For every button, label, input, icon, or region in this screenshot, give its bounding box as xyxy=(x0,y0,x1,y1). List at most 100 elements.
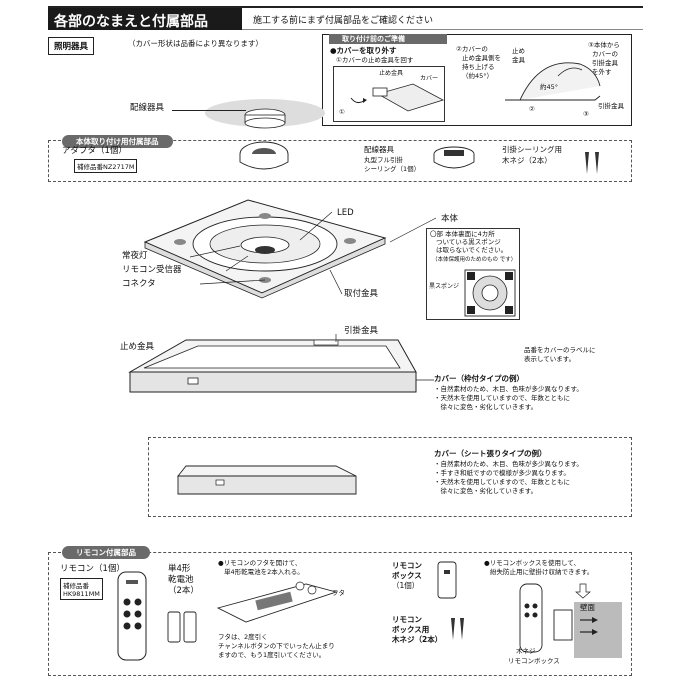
cover-frame-leaders xyxy=(335,334,434,381)
battery-label-2: 乾電池 xyxy=(168,575,194,585)
ceiling-screw-label-1: 引掛シーリング用 xyxy=(502,145,562,154)
battery-label-3: （2本） xyxy=(168,586,199,596)
main-body-illustration xyxy=(143,199,387,299)
ceiling-screws-illustration xyxy=(585,152,599,174)
cover-sheet-note-3: ・天然木を使用していますので、年数とともに xyxy=(434,478,571,486)
lid-note-3: ますので、もう1度引いてください。 xyxy=(218,651,326,659)
sponge-note-2: ついている黒スポンジ xyxy=(436,238,501,246)
connector-label: コネクタ xyxy=(122,279,156,289)
prep-step1-frame xyxy=(333,66,445,122)
lighting-label: 照明器具 xyxy=(48,37,95,55)
remote-partno: 補修品番 HK9811MM xyxy=(60,578,103,600)
batteries-illustration xyxy=(167,611,197,643)
mount-note-2: 紛失防止用に壁掛け収納できます。 xyxy=(490,568,594,576)
prep-stop-short-1: 止め xyxy=(512,47,525,55)
sponge-label: 黒スポンジ xyxy=(429,283,460,290)
wall-label: 壁面 xyxy=(580,603,595,612)
prep-step1-text: ①カバーの止め金具を回す xyxy=(336,56,414,64)
cover-sheet-box xyxy=(148,437,632,517)
cover-sheet-note-1: ・自然素材のため、木目、色味が多少異なります。 xyxy=(434,460,583,468)
remote-receiver-label: リモコン受信器 xyxy=(122,265,182,275)
wall-mount-illustration xyxy=(519,583,622,658)
body-label: 本体 xyxy=(441,214,459,224)
battery-label-1: 単4形 xyxy=(168,564,191,574)
lid-note-2: チャンネルボタンの下でいったん止まり xyxy=(218,642,335,650)
adapter-partno: 補修品番NZ2717M xyxy=(74,159,138,173)
mount-note-1: ●リモコンボックスを使用して、 xyxy=(484,559,580,567)
prep-box xyxy=(322,34,632,126)
prep-step2-line4: （約45°） xyxy=(462,72,494,80)
remote-parts-box xyxy=(48,552,632,676)
wiring-part-desc-1: 丸型フル引掛 xyxy=(364,156,403,164)
cover-sheet-note-2: ・手すき和紙ですので模様が多少異なります。 xyxy=(434,469,570,477)
remote-box-label: リモコンボックス xyxy=(508,657,560,665)
cover-hook-label: 引掛金具 xyxy=(344,326,379,336)
battery-insert-illustration xyxy=(216,581,338,623)
prep-step2-line3: 持ち上げる xyxy=(462,63,495,71)
prep-angle: 約45° xyxy=(540,83,559,91)
prep-step2-illustration xyxy=(505,62,601,101)
cover-sheet-illustration xyxy=(177,465,357,495)
prep-step2-line2: 止め金具側を xyxy=(462,54,501,62)
sponge-note-3: は取らないでください。 xyxy=(436,246,508,254)
page-title: 各部のなまえと付属部品 xyxy=(48,8,242,30)
body-parts-heading: 本体取り付け用付属部品 xyxy=(62,135,173,148)
lighting-note: （カバー形状は品番により異なります） xyxy=(128,39,263,48)
prep-title: 取り付け前のご準備 xyxy=(342,35,405,43)
page-subtitle: 施工する前にまず付属部品をご確認ください xyxy=(253,16,434,26)
remote-box-screw-label-3: 木ネジ（2本） xyxy=(392,635,443,644)
cover-frame-title: カバー（枠付タイプの例） xyxy=(434,374,524,383)
cover-frame-note-2: ・天然木を使用していますので、年数とともに xyxy=(434,394,571,402)
prep-title-bg xyxy=(329,34,447,44)
prep-cover-label: カバー xyxy=(420,75,439,82)
body-parts-box xyxy=(48,140,632,182)
remote-partno-line1: 補修品番 xyxy=(63,582,89,590)
label-note-2: 表示しています。 xyxy=(524,355,576,363)
prep-step3-line1: ③本体から xyxy=(588,41,620,49)
sponge-note-4: （本体保護用のためのもの です） xyxy=(432,257,517,263)
prep-step1-heading: ●カバーを取り外す xyxy=(330,46,397,55)
cover-sheet-title: カバー（シート張りタイプの例） xyxy=(434,449,547,458)
ceiling-wiring-illustration xyxy=(205,99,325,129)
prep-step2-marker: ② xyxy=(529,105,535,113)
remote-box-label-2: ボックス xyxy=(392,571,422,580)
adapter-label: アダプタ（1個） xyxy=(62,146,127,156)
lid-note-1: フタは、2度引く xyxy=(218,633,268,641)
remote-partno-line2: HK9811MM xyxy=(63,590,100,598)
remote-box-screw-label-2: ボックス用 xyxy=(392,625,430,634)
remote-box-label-1: リモコン xyxy=(392,561,422,570)
cover-stop-label: 止め金具 xyxy=(120,342,155,352)
remote-box-illustration xyxy=(437,561,457,599)
prep-step1-illustration xyxy=(350,83,445,112)
prep-stop-short-2: 金具 xyxy=(512,56,525,64)
remote-label: リモコン（1個） xyxy=(60,564,125,574)
body-leaders xyxy=(189,211,437,295)
led-label: LED xyxy=(337,208,354,218)
prep-hook-label: 引掛金具 xyxy=(598,102,624,110)
cover-frame-note-1: ・自然素材のため、木目、色味が多少異なります。 xyxy=(434,385,583,393)
ceiling-screw-label-2: 木ネジ（2本） xyxy=(502,156,552,165)
adapter-illustration xyxy=(239,141,289,170)
prep-step3-line2: カバーの xyxy=(592,50,618,58)
cover-frame-note-3: 徐々に変色・劣化していきます。 xyxy=(434,403,538,411)
sponge-illustration xyxy=(464,269,516,317)
wood-screw-label: 木ネジ xyxy=(516,647,536,655)
remote-illustration xyxy=(117,571,147,661)
prep-step3-marker: ③ xyxy=(583,110,589,118)
lid-label: フタ xyxy=(332,589,345,597)
remote-box-screws-illustration xyxy=(451,618,464,640)
prep-step1-marker: ① xyxy=(339,108,345,116)
insert-note-2: 単4形乾電池を2本入れる。 xyxy=(224,568,304,576)
sponge-box xyxy=(426,228,520,320)
wiring-part-desc-2: シーリング（1個） xyxy=(364,165,421,173)
sponge-note-1: 〇部 本体裏面に4カ所 xyxy=(430,230,495,238)
prep-stop-fitting-label: 止め金具 xyxy=(379,70,404,77)
ceiling-rose-illustration xyxy=(433,146,475,169)
remote-parts-heading: リモコン付属部品 xyxy=(62,546,150,559)
prep-step3-line4: を外す xyxy=(592,68,612,76)
prep-step3-line3: 引掛金具 xyxy=(592,59,618,67)
cover-sheet-note-4: 徐々に変色・劣化していきます。 xyxy=(434,487,538,495)
insert-note-1: ●リモコンのフタを開けて、 xyxy=(218,559,302,567)
remote-box-label-3: （1個） xyxy=(392,581,420,590)
wiring-part-label: 配線器具 xyxy=(364,145,394,154)
